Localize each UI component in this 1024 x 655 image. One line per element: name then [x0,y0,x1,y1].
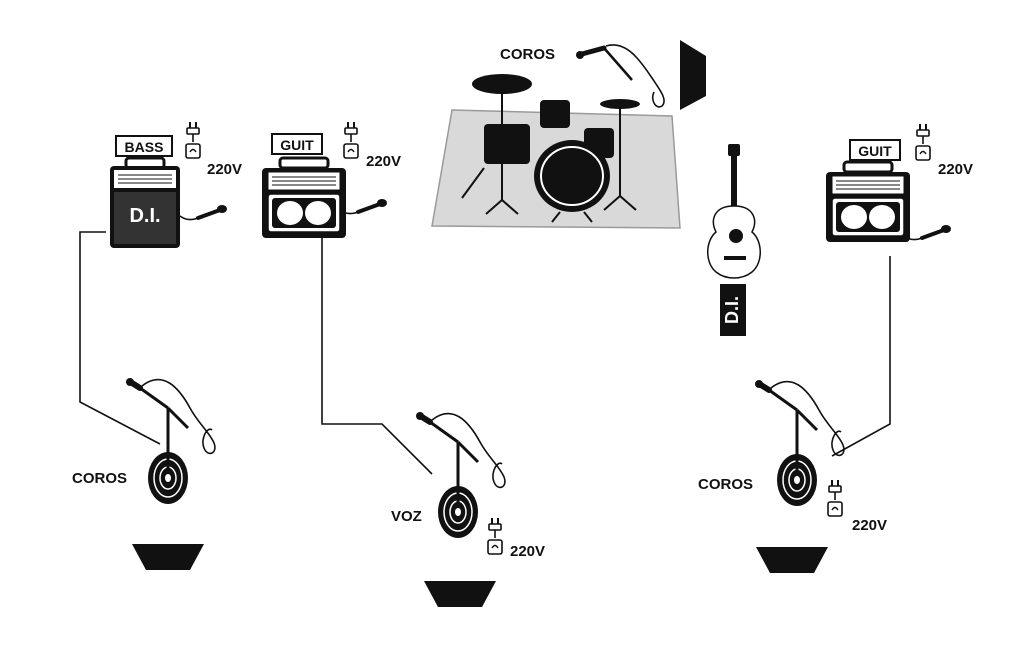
guit-left-amp-icon [260,156,348,240]
mic-center-label: VOZ [391,508,422,525]
guit-right-mic-icon [902,223,953,242]
mic-right-power-plug-icon [827,479,843,517]
mic-stand-left-icon [126,378,215,504]
acoustic-guitar-icon [707,144,761,279]
guit-left-label: GUIT [280,137,314,153]
cables [79,231,891,475]
bass-label-box: BASS [115,135,173,157]
guit-left-power-label: 220V [366,153,401,170]
guit-left-label-box: GUIT [271,133,323,155]
drums-mic-label: COROS [500,46,555,63]
mic-left-label: COROS [72,470,127,487]
cable-bass-to-mic-left [79,231,161,445]
acoustic-di-box: D.I. [720,284,746,336]
guit-right-power-label: 220V [938,161,973,178]
mic-right-label: COROS [698,476,753,493]
guit-right-label-box: GUIT [849,139,901,161]
bass-label: BASS [125,139,164,155]
guit-right-power-plug-icon [915,123,931,161]
drum-kit-icon [461,74,640,223]
bass-power-label: 220V [207,161,242,178]
guit-left-mic-icon [338,197,389,216]
bass-di-text: D.I. [129,205,160,227]
drums-overhead-mic-icon [576,44,665,108]
acoustic-di-label: D.I. [722,296,742,324]
wedge-monitor-left-icon [132,544,204,570]
mic-center-power-label: 220V [510,543,545,560]
guit-left-power-plug-icon [343,121,359,159]
side-fill-speaker-icon [680,40,706,110]
bass-mic-icon [178,203,229,222]
cable-guit-right-to-mic-right [831,256,891,457]
cable-guit-left-to-mic-center [321,238,433,475]
guit-right-label: GUIT [858,143,892,159]
mic-right-power-label: 220V [852,517,887,534]
wedge-monitor-right-icon [756,547,828,573]
wedge-monitor-center-icon [424,581,496,607]
bass-power-plug-icon [185,121,201,159]
bass-di-amp-icon: D.I. [110,156,180,248]
guit-right-amp-icon [824,160,912,244]
mic-center-power-plug-icon [487,517,503,555]
